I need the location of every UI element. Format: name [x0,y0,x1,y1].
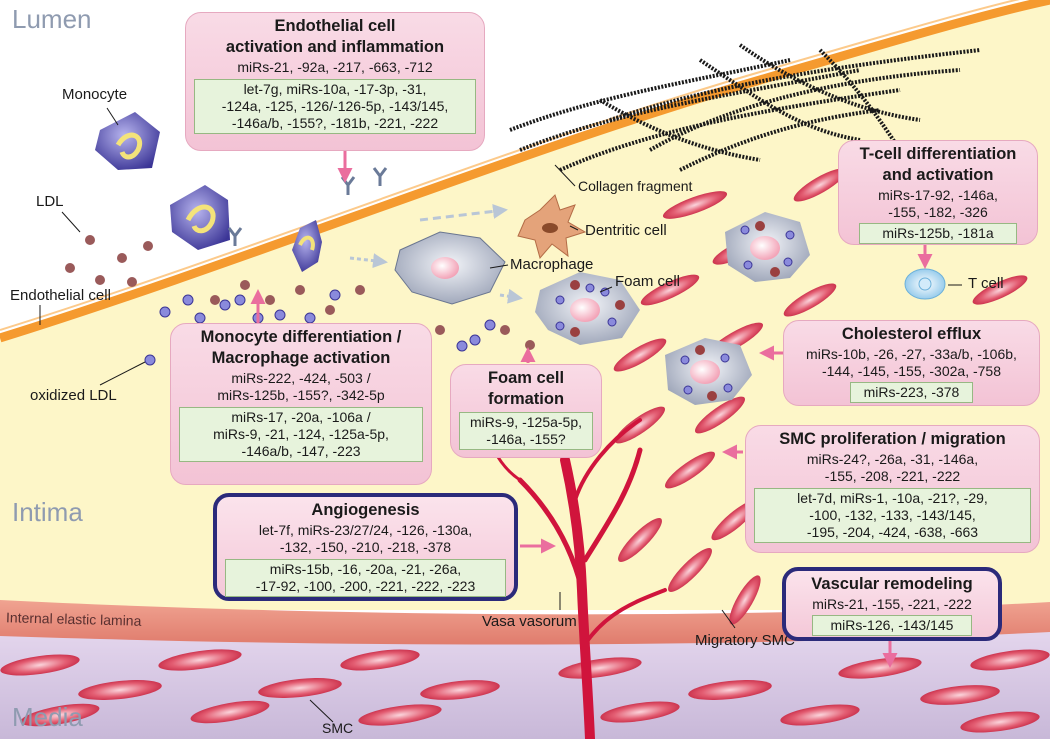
box-cholesterol-green-1: miRs-223, -378 [863,384,960,400]
box-endothelial-title-2: activation and inflammation [225,38,445,56]
box-smc-green-1: let-7d, miRs-1, -10a, -21?, -29, [797,490,988,506]
box-angiogenesis: Angiogenesis let-7f, miRs-23/27/24, -126… [213,493,518,601]
label-collagen-fragment: Collagen fragment [578,178,693,194]
box-foam-title-2: formation [487,390,565,408]
box-smc-green: let-7d, miRs-1, -10a, -21?, -29, -100, -… [754,488,1031,543]
box-foam-green-2: -146a, -155? [486,431,566,447]
media-smc-group [0,649,1050,733]
oxidized-ldl-particles [144,289,496,366]
box-smc-line-1: miRs-24?, -26a, -31, -146a, [806,451,979,467]
label-macrophage: Macrophage [510,256,594,273]
box-tcell-title-2: and activation [882,166,994,184]
box-endothelial-green-1: let-7g, miRs-10a, -17-3p, -31, [243,81,427,97]
box-tcell-green-1: miRs-125b, -181a [882,225,994,241]
label-foam-cell: Foam cell [615,273,681,290]
box-angio-line-2: -132, -150, -210, -218, -378 [279,539,452,555]
zone-label-media: Media [12,702,83,732]
box-cholesterol-efflux: Cholesterol efflux miRs-10b, -26, -27, -… [783,320,1040,406]
box-vascular-remodeling: Vascular remodeling miRs-21, -155, -221,… [782,567,1002,641]
box-smc-proliferation: SMC proliferation / migration miRs-24?, … [745,425,1040,553]
box-monocyte-green-3: -146a/b, -147, -223 [241,443,361,459]
box-monocyte-line-2: miRs-125b, -155?, -342-5p [217,387,385,403]
box-angio-green-1: miRs-15b, -16, -20a, -21, -26a, [269,561,462,577]
box-monocyte-green: miRs-17, -20a, -106a / miRs-9, -21, -124… [179,407,423,462]
box-tcell-line-1: miRs-17-92, -146a, [878,187,998,203]
label-migratory-smc: Migratory SMC [695,632,796,649]
box-angio-green-2: -17-92, -100, -200, -221, -222, -223 [255,578,476,594]
box-foam-title-1: Foam cell [487,369,565,387]
label-ldl: LDL [36,193,64,210]
box-monocyte-title-1: Monocyte differentiation / [200,328,402,346]
box-tcell-title-1: T-cell differentiation [859,145,1017,163]
migration-arrows [349,203,523,304]
box-tcell-activation: T-cell differentiation and activation mi… [838,140,1038,245]
process-arrows [250,148,933,668]
label-vasa-vasorum: Vasa vasorum [482,613,577,630]
box-cholesterol-title: Cholesterol efflux [841,325,982,343]
box-vascular-green-1: miRs-126, -143/145 [830,617,954,633]
box-foam-green-1: miRs-9, -125a-5p, [469,414,583,430]
zone-label-intima: Intima [12,497,83,527]
label-monocyte: Monocyte [62,86,128,103]
monocyte-cells [95,112,322,272]
box-foam-cell-formation: Foam cell formation miRs-9, -125a-5p, -1… [450,364,602,458]
box-foam-green: miRs-9, -125a-5p, -146a, -155? [459,412,593,450]
box-monocyte-differentiation: Monocyte differentiation / Macrophage ac… [170,323,432,485]
box-vascular-title: Vascular remodeling [811,575,973,593]
box-monocyte-green-2: miRs-9, -21, -124, -125a-5p, [213,426,389,442]
box-tcell-line-2: -155, -182, -326 [888,204,988,220]
box-cholesterol-green: miRs-223, -378 [850,382,973,403]
box-angio-green: miRs-15b, -16, -20a, -21, -26a, -17-92, … [225,559,506,597]
box-tcell-green: miRs-125b, -181a [859,223,1017,244]
box-endothelial-title-1: Endothelial cell [274,17,396,35]
leader-lines [39,107,962,723]
box-monocyte-title-2: Macrophage activation [211,349,391,367]
label-endothelial-cell: Endothelial cell [10,287,111,304]
dentritic-cell [517,194,587,260]
label-oxidized-ldl: oxidized LDL [30,387,117,404]
label-smc: SMC [322,720,354,736]
box-smc-green-3: -195, -204, -424, -638, -663 [806,524,979,540]
foam-cell-ldl [570,221,780,401]
box-endothelial-activation: Endothelial cell activation and inflamma… [185,12,485,151]
box-smc-green-2: -100, -132, -133, -143/145, [809,507,976,523]
box-endothelial-line-1: miRs-21, -92a, -217, -663, -712 [237,59,433,75]
label-dentritic-cell: Dentritic cell [585,222,667,239]
label-t-cell: T cell [968,275,1004,292]
ldl-particles [65,235,535,350]
zone-label-lumen: Lumen [12,4,92,34]
box-endothelial-green-2: -124a, -125, -126/-126-5p, -143/145, [221,98,449,114]
t-cell [904,268,946,300]
box-vascular-green: miRs-126, -143/145 [812,615,972,636]
box-angio-line-1: let-7f, miRs-23/27/24, -126, -130a, [258,522,473,538]
endothelium-layer [0,0,1050,343]
box-monocyte-line-1: miRs-222, -424, -503 / [231,370,371,386]
box-angio-title: Angiogenesis [311,501,420,519]
box-endothelial-green-3: -146a/b, -155?, -181b, -221, -222 [231,115,439,131]
box-vascular-line-1: miRs-21, -155, -221, -222 [812,596,972,612]
box-endothelial-green: let-7g, miRs-10a, -17-3p, -31, -124a, -1… [194,79,476,134]
collagen-fragment-group [509,43,981,172]
foam-cell-lipids [555,225,795,395]
box-cholesterol-line-1: miRs-10b, -26, -27, -33a/b, -106b, [806,346,1017,362]
box-monocyte-green-1: miRs-17, -20a, -106a / [231,409,371,425]
box-smc-title: SMC proliferation / migration [779,430,1006,448]
box-smc-line-2: -155, -208, -221, -222 [824,468,961,484]
box-cholesterol-line-2: -144, -145, -155, -302a, -758 [821,363,1001,379]
